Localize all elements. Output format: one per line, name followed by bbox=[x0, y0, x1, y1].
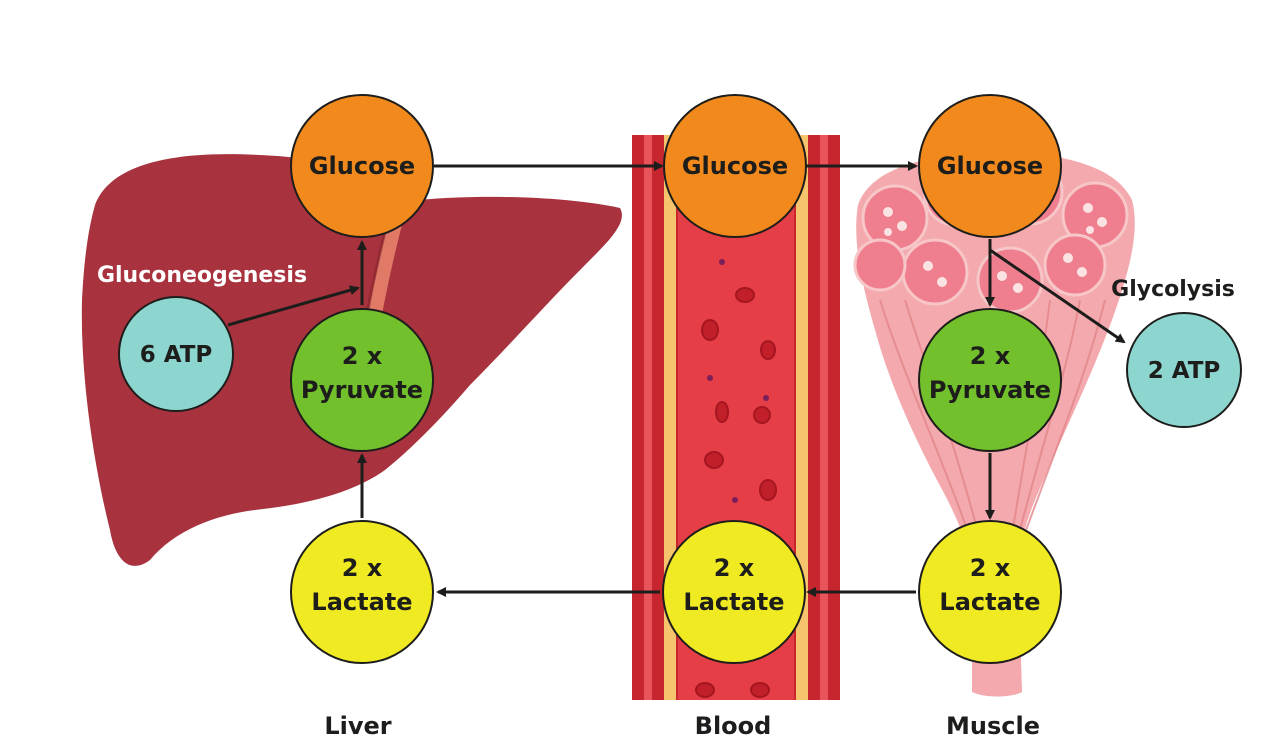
node-label-line1: 2 x bbox=[714, 554, 755, 582]
muscle-cell bbox=[1097, 217, 1107, 227]
muscle-fascicle bbox=[853, 238, 907, 292]
blood-particle bbox=[763, 395, 769, 401]
glycolysis-label: Glycolysis bbox=[1111, 277, 1235, 302]
lactate-circle bbox=[662, 520, 806, 664]
node-label: 2 ATP bbox=[1148, 358, 1221, 384]
muscle-label: Muscle bbox=[946, 712, 1040, 740]
red-blood-cells bbox=[695, 287, 777, 698]
muscle-fiber bbox=[1014, 299, 1106, 561]
node-label-line2: Pyruvate bbox=[929, 376, 1051, 404]
muscle-cell bbox=[1077, 267, 1087, 277]
muscle-fiber bbox=[879, 299, 979, 561]
node-label-line2: Pyruvate bbox=[301, 376, 423, 404]
red-blood-cell bbox=[759, 479, 777, 501]
arrow-atp-to-gluconeogenesis bbox=[227, 285, 360, 327]
red-blood-cell bbox=[750, 682, 770, 698]
lactate-circle bbox=[918, 520, 1062, 664]
node-label: Glucose bbox=[937, 152, 1043, 180]
pyruvate-circle bbox=[290, 308, 434, 452]
node-label: Glucose bbox=[309, 152, 415, 180]
atp-circle bbox=[118, 296, 234, 412]
liver-atp-node: 6 ATP bbox=[118, 296, 234, 412]
muscle-atp-node: 2 ATP bbox=[1126, 312, 1242, 428]
muscle-cell bbox=[1013, 283, 1023, 293]
red-blood-cell bbox=[753, 406, 771, 424]
muscle-cell bbox=[897, 221, 907, 231]
gluconeogenesis-label: Gluconeogenesis bbox=[97, 263, 307, 288]
red-blood-cell bbox=[735, 287, 755, 303]
node-label: Glucose bbox=[682, 152, 788, 180]
liver-lactate-node: 2 x Lactate bbox=[290, 520, 434, 664]
blood-particle bbox=[707, 375, 713, 381]
muscle-cell bbox=[937, 277, 947, 287]
lactate-circle bbox=[290, 520, 434, 664]
muscle-cell bbox=[1063, 253, 1073, 263]
glucose-circle bbox=[918, 94, 1062, 238]
muscle-pyruvate-node: 2 x Pyruvate bbox=[918, 308, 1062, 452]
vessel-inner-wall-right bbox=[796, 135, 808, 700]
muscle-fascicle bbox=[1043, 233, 1107, 297]
muscle-fiber bbox=[1011, 299, 1081, 561]
muscle-cell bbox=[923, 261, 933, 271]
node-label-line1: 2 x bbox=[970, 342, 1011, 370]
arrow-muscle-glucose-to-atp bbox=[989, 248, 1126, 344]
vessel-wall-stripe-right bbox=[820, 135, 828, 700]
liver-glucose-node: Glucose bbox=[290, 94, 434, 238]
blood-glucose-node: Glucose bbox=[663, 94, 807, 238]
blood-particle bbox=[719, 259, 725, 265]
red-blood-cell bbox=[704, 451, 724, 469]
node-label-line2: Lactate bbox=[311, 588, 412, 616]
blood-lactate-node: 2 x Lactate bbox=[662, 520, 806, 664]
liver-label: Liver bbox=[324, 712, 391, 740]
red-blood-cell bbox=[715, 401, 729, 423]
vessel-wall-stripe-left bbox=[644, 135, 652, 700]
blood-particle bbox=[732, 497, 738, 503]
muscle-cell bbox=[883, 207, 893, 217]
node-label-line1: 2 x bbox=[342, 554, 383, 582]
red-blood-cell bbox=[701, 319, 719, 341]
atp-circle bbox=[1126, 312, 1242, 428]
muscle-lactate-node: 2 x Lactate bbox=[918, 520, 1062, 664]
muscle-fascicle bbox=[901, 238, 969, 306]
red-blood-cell bbox=[760, 340, 776, 360]
muscle-glucose-node: Glucose bbox=[918, 94, 1062, 238]
muscle-cell bbox=[1086, 226, 1094, 234]
blood-label: Blood bbox=[695, 712, 772, 740]
glucose-circle bbox=[663, 94, 807, 238]
muscle-cell bbox=[997, 271, 1007, 281]
red-blood-cell bbox=[695, 682, 715, 698]
muscle-cells bbox=[883, 181, 1107, 293]
glucose-circle bbox=[290, 94, 434, 238]
node-label: 6 ATP bbox=[140, 342, 213, 368]
node-label-line1: 2 x bbox=[970, 554, 1011, 582]
arrows bbox=[227, 161, 1126, 597]
node-label-line1: 2 x bbox=[342, 342, 383, 370]
liver-pyruvate-node: 2 x Pyruvate bbox=[290, 308, 434, 452]
blood-particles bbox=[707, 259, 769, 503]
pyruvate-circle bbox=[918, 308, 1062, 452]
node-label-line2: Lactate bbox=[939, 588, 1040, 616]
node-label-line2: Lactate bbox=[683, 588, 784, 616]
muscle-cell bbox=[884, 228, 892, 236]
muscle-cell bbox=[1083, 203, 1093, 213]
